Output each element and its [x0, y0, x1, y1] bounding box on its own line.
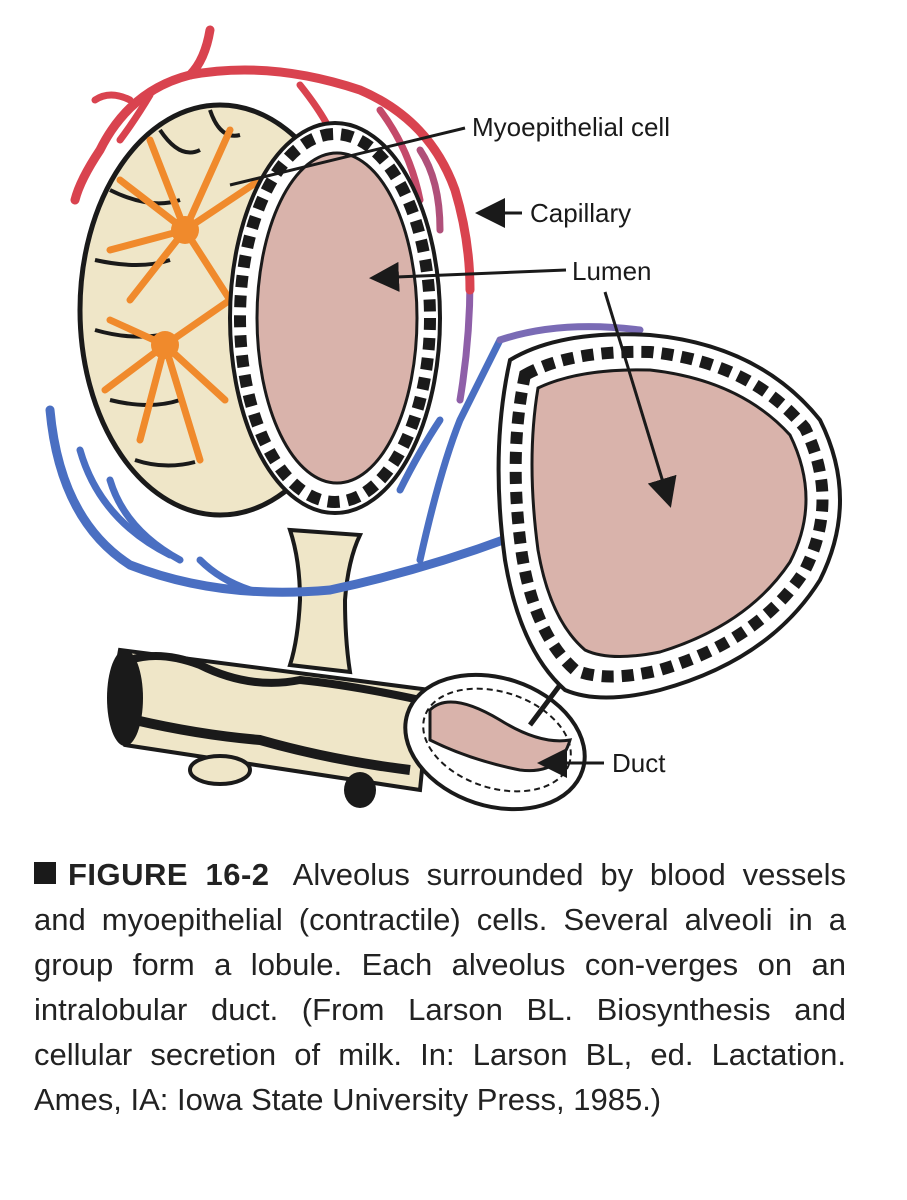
caption-text: Alveolus surrounded by blood vessels and… [34, 857, 846, 1117]
figure-number: FIGURE 16-2 [68, 857, 270, 892]
myoepithelial-cell-label: Myoepithelial cell [472, 112, 670, 142]
alveolar-stalk [290, 530, 360, 672]
alveolus-left-section [230, 123, 440, 513]
caption-square-icon [34, 862, 56, 884]
lumen-label: Lumen [572, 256, 652, 286]
alveolus-right-section [499, 334, 840, 725]
capillary-label: Capillary [530, 198, 631, 228]
figure-caption: FIGURE 16-2 Alveolus surrounded by blood… [34, 852, 846, 1122]
label-capillary: Capillary [478, 198, 631, 228]
duct-label: Duct [612, 748, 666, 778]
alveolus-diagram: Myoepithelial cell Capillary Lumen Duct [0, 0, 907, 840]
intralobular-duct [107, 650, 602, 831]
